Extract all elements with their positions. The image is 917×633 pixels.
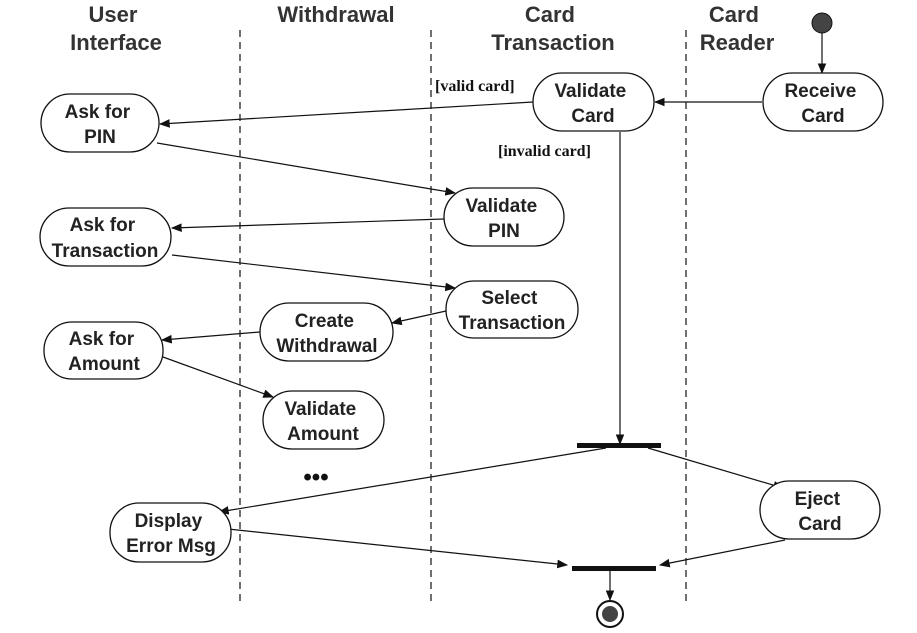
node-create-withdrawal: Create Withdrawal <box>259 302 394 362</box>
svg-text:Ask for PIN: Ask for PIN <box>65 102 136 148</box>
node-validate-card: Validate Card <box>532 72 655 132</box>
node-validate-pin: Validate PIN <box>443 187 565 247</box>
lane-title-withdrawal: Withdrawal <box>277 2 394 27</box>
lane-title-card-reader: Card Reader <box>700 2 775 55</box>
flow-create-withdrawal-to-ask-amount <box>160 331 261 344</box>
svg-text:Validate Amount: Validate Amount <box>284 399 361 445</box>
node-ask-for-pin: Ask for PIN <box>40 93 160 153</box>
svg-text:Eject Card: Eject Card <box>795 489 846 535</box>
flow-ask-transaction-to-select-transaction <box>171 254 457 292</box>
lane-title-user-interface: User Interface <box>70 2 162 55</box>
svg-text:Display Error Msg: Display Error Msg <box>126 511 216 557</box>
svg-text:Ask for Transaction: Ask for Transaction <box>52 215 159 262</box>
node-display-error-msg: Display Error Msg <box>109 502 232 563</box>
svg-text:Ask for Amount: Ask for Amount <box>68 329 140 375</box>
flow-eject-card-to-join <box>658 539 786 568</box>
node-ask-for-amount: Ask for Amount <box>43 321 164 380</box>
fork-bar <box>577 443 661 448</box>
guard-valid-card: [valid card] <box>435 78 515 95</box>
flow-validate-pin-to-ask-transaction <box>170 218 445 232</box>
flow-ask-amount-to-validate-amount <box>162 356 275 398</box>
node-validate-amount: Validate Amount <box>262 390 385 450</box>
continuation-ellipsis: ••• <box>303 464 328 491</box>
node-receive-card: Receive Card <box>762 72 884 132</box>
svg-text:Select Transaction: Select Transaction <box>459 288 566 334</box>
final-node-inner <box>602 606 618 622</box>
join-bar <box>572 566 656 571</box>
node-ask-for-transaction: Ask for Transaction <box>39 207 172 267</box>
svg-text:Create Withdrawal: Create Withdrawal <box>276 311 377 357</box>
initial-node <box>811 12 833 34</box>
svg-text:Receive Card: Receive Card <box>784 81 861 127</box>
flow-fork-to-eject-card <box>647 447 785 490</box>
flow-fork-to-display-error <box>217 447 607 515</box>
node-select-transaction: Select Transaction <box>445 280 579 339</box>
flow-ask-pin-to-validate-pin <box>156 142 457 196</box>
flow-select-transaction-to-create-withdrawal <box>390 310 447 326</box>
flow-validate-card-to-ask-pin <box>158 101 534 128</box>
lane-title-card-transaction: Card Transaction <box>491 2 614 55</box>
flow-display-error-to-join <box>227 528 569 569</box>
guard-invalid-card: [invalid card] <box>498 143 591 160</box>
svg-text:Validate Card: Validate Card <box>554 81 631 127</box>
node-eject-card: Eject Card <box>759 480 881 540</box>
svg-text:Validate PIN: Validate PIN <box>465 196 542 242</box>
